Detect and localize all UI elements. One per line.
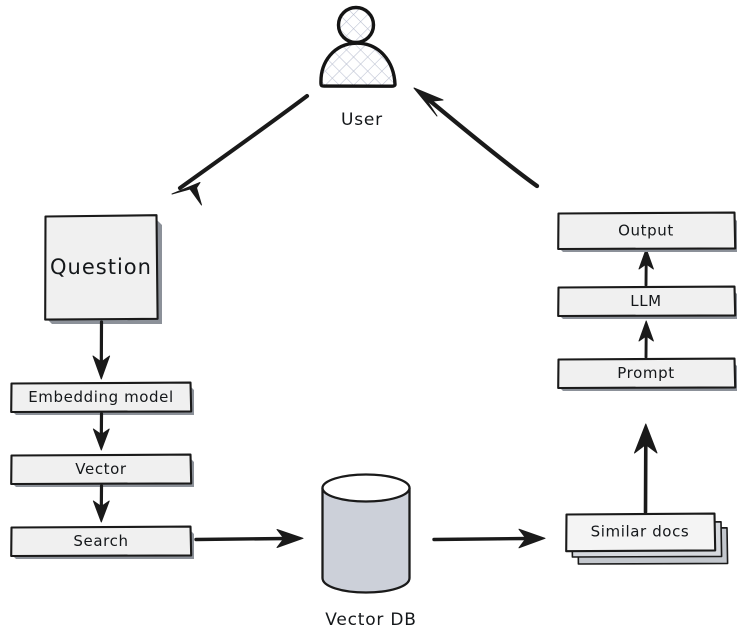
node-output-label: Output [618,222,674,240]
node-vector-label: Vector [75,460,127,478]
edge-similardocs-to-prompt [634,423,658,514]
node-llm[interactable]: LLM [557,285,737,319]
documents-icon [565,512,729,565]
user-icon [319,5,397,88]
node-llm-label: LLM [630,292,661,310]
node-similar-docs-label: Similar docs [591,523,690,541]
node-vector-db[interactable]: Vector DB [321,473,417,631]
edge-search-to-vectordb [194,529,304,548]
node-embedding-model[interactable]: Embedding model [10,381,194,415]
edge-vectordb-to-similardocs [432,528,546,549]
node-vector-db-label: Vector DB [325,610,417,630]
node-user[interactable]: User [319,5,397,131]
node-search-label: Search [73,532,128,550]
edge-vector-to-search [92,484,110,523]
database-icon [321,473,411,594]
edge-output-to-user [413,87,540,189]
node-vector[interactable]: Vector [10,453,194,487]
edge-user-to-question [171,93,310,206]
node-question[interactable]: Question [44,214,162,324]
edge-prompt-to-llm [638,320,654,359]
node-prompt-label: Prompt [617,364,674,382]
node-prompt[interactable]: Prompt [557,357,737,391]
node-similar-docs[interactable]: Similar docs [565,512,729,565]
edge-question-to-embedding [92,320,111,380]
edge-embedding-to-vector [92,412,110,451]
node-question-label: Question [50,255,152,279]
node-output[interactable]: Output [557,211,737,252]
node-embedding-model-label: Embedding model [28,388,174,406]
node-search[interactable]: Search [10,525,194,559]
node-user-label: User [341,110,383,130]
edge-llm-to-output [638,248,654,287]
